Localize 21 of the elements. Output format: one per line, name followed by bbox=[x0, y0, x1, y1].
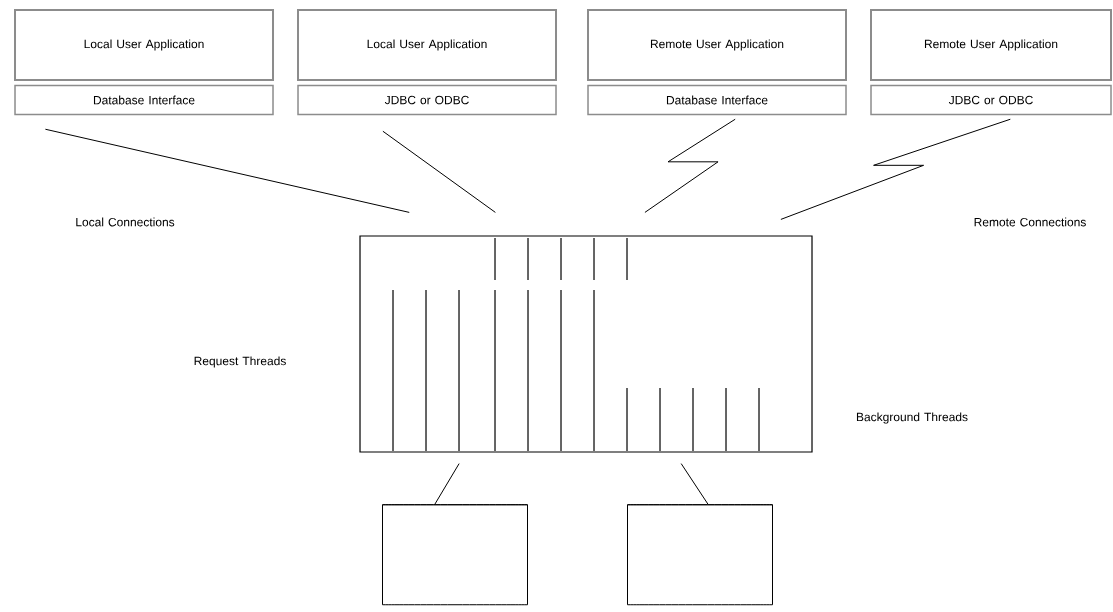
connection-line bbox=[680, 463, 709, 505]
database-cylinder bbox=[627, 504, 773, 606]
connection-line bbox=[382, 130, 496, 213]
area-label: Remote Connections bbox=[974, 217, 1086, 227]
connection-line bbox=[644, 118, 736, 213]
interface-box: Database Interface bbox=[587, 84, 847, 116]
application-box: Local User Application bbox=[14, 9, 274, 81]
database-cylinder bbox=[382, 504, 528, 606]
connection-line bbox=[780, 118, 1011, 220]
area-label: Local Connections bbox=[76, 217, 175, 227]
connection-line bbox=[44, 128, 410, 213]
area-label: Request Threads bbox=[194, 356, 286, 368]
application-box: Remote User Application bbox=[587, 9, 847, 81]
connection-line bbox=[434, 463, 460, 505]
application-box: Local User Application bbox=[297, 9, 557, 81]
server-box bbox=[359, 235, 813, 453]
area-label: Background Threads bbox=[856, 412, 968, 424]
interface-box: JDBC or ODBC bbox=[870, 84, 1112, 116]
application-box: Remote User Application bbox=[870, 9, 1112, 81]
interface-box: JDBC or ODBC bbox=[297, 84, 557, 116]
interface-box: Database Interface bbox=[14, 84, 274, 116]
